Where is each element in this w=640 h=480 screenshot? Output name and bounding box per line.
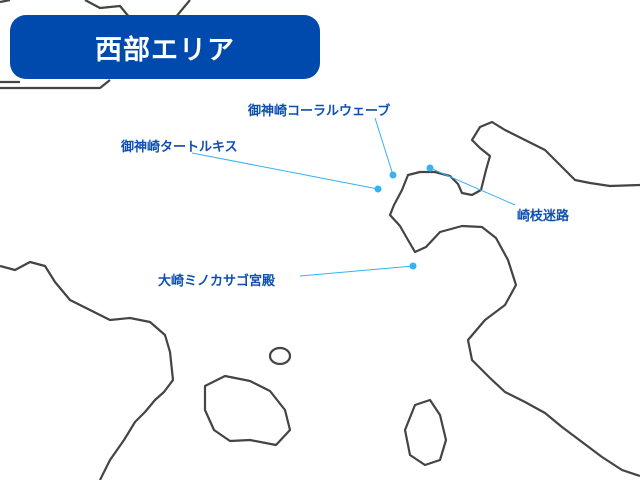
leader-line-sakieda <box>429 167 516 206</box>
marker-osaki[interactable] <box>409 262 417 270</box>
marker-turtle[interactable] <box>374 185 382 193</box>
small-islet <box>268 346 292 366</box>
leader-line-coral <box>374 117 394 176</box>
leader-line-osaki <box>299 265 414 277</box>
coastline-north-inset <box>0 0 191 90</box>
leader-line-turtle <box>191 152 379 190</box>
marker-coral[interactable] <box>389 171 397 179</box>
coastline-west-island <box>0 260 175 480</box>
island-south <box>203 374 292 447</box>
spot-label-sakieda[interactable]: 崎枝迷路 <box>517 209 570 224</box>
area-header: 西部エリア <box>10 15 320 79</box>
spot-label-osaki[interactable]: 大崎ミノカサゴ宮殿 <box>158 274 276 289</box>
island-southeast <box>403 398 448 467</box>
spot-label-turtle[interactable]: 御神崎タートルキス <box>121 140 238 155</box>
coastline-main-island <box>388 120 640 478</box>
marker-sakieda[interactable] <box>426 164 434 172</box>
area-title: 西部エリア <box>95 34 235 66</box>
spot-label-coral[interactable]: 御神崎コーラルウェーブ <box>248 104 391 119</box>
